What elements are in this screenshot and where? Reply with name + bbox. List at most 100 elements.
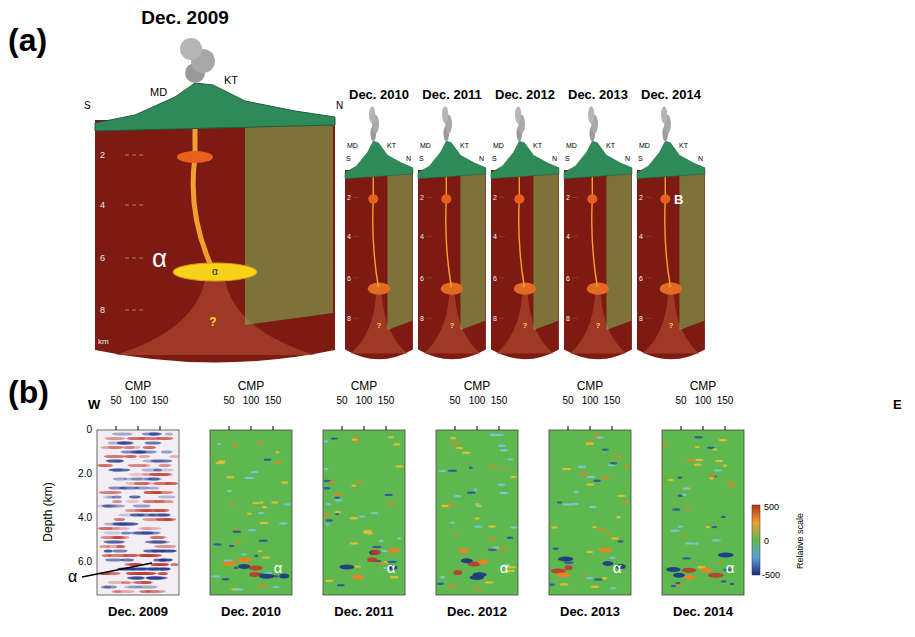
tick-label: 150 xyxy=(717,396,734,406)
tick-label: 4 xyxy=(639,233,643,240)
difference-blob xyxy=(510,526,517,528)
reflection-blob xyxy=(144,491,162,494)
volcano-section xyxy=(637,106,705,359)
reflection-blob xyxy=(158,495,176,498)
reflection-blob xyxy=(142,527,152,530)
reflection-blob xyxy=(103,504,118,507)
date-label: Dec. 2013 xyxy=(568,88,628,101)
difference-blob xyxy=(453,570,462,575)
difference-blob xyxy=(258,550,263,552)
difference-blob xyxy=(585,443,594,445)
difference-blob xyxy=(437,583,444,585)
difference-blob xyxy=(603,561,614,566)
reflection-blob xyxy=(140,531,160,534)
text-label: MD xyxy=(420,142,431,149)
axis-tick xyxy=(116,426,117,430)
difference-blob xyxy=(450,522,454,524)
tick-label: 50 xyxy=(562,396,573,406)
difference-blob xyxy=(685,542,693,544)
difference-blob xyxy=(213,543,221,545)
difference-blob xyxy=(248,529,256,531)
difference-blob xyxy=(594,434,601,436)
tick-label: 6 xyxy=(493,275,497,282)
difference-blob xyxy=(478,559,488,564)
difference-blob xyxy=(487,549,497,551)
difference-blob xyxy=(351,485,356,487)
text-label: E xyxy=(893,398,902,411)
reflection-blob xyxy=(131,581,154,584)
panel-letter: (a) xyxy=(8,24,47,56)
tick-label: 6.0 xyxy=(78,557,92,567)
difference-blob xyxy=(390,576,399,578)
text-label: CMP xyxy=(238,380,265,392)
difference-blob xyxy=(337,584,345,586)
text-label: α xyxy=(387,560,396,575)
text-label: CMP xyxy=(464,380,491,392)
tick-label: 100 xyxy=(469,396,486,406)
text-label: N xyxy=(406,155,411,162)
axis-tick xyxy=(160,426,161,430)
difference-blob xyxy=(264,459,272,461)
axis-tick xyxy=(499,426,500,430)
reflection-blob xyxy=(142,473,165,476)
reflection-blob xyxy=(99,491,122,494)
difference-blob xyxy=(351,438,357,440)
reflection-blob xyxy=(127,455,136,458)
color-bar xyxy=(752,505,760,575)
difference-blob xyxy=(447,585,456,587)
difference-blob xyxy=(476,505,482,507)
difference-blob xyxy=(498,445,506,447)
reflection-blob xyxy=(165,432,173,435)
axis-tick xyxy=(138,426,139,430)
reflection-blob xyxy=(170,563,178,566)
difference-blob xyxy=(244,477,254,479)
volcano-section xyxy=(345,106,413,359)
difference-blob xyxy=(467,492,476,494)
difference-blob xyxy=(275,451,279,453)
difference-blob xyxy=(259,540,268,542)
reflection-blob xyxy=(107,540,127,543)
reflection-blob xyxy=(107,527,129,530)
reflection-blob xyxy=(137,567,161,570)
difference-blob xyxy=(212,575,221,577)
difference-blob xyxy=(334,494,342,496)
difference-blob xyxy=(249,572,260,577)
difference-blob xyxy=(487,549,496,551)
difference-blob xyxy=(611,537,619,539)
tick-label: 6 xyxy=(347,275,351,282)
difference-blob xyxy=(712,539,721,541)
seismic-panel xyxy=(97,426,179,595)
reflection-blob xyxy=(127,464,147,467)
panel-frame xyxy=(97,430,179,595)
reflection-blob xyxy=(108,446,124,449)
difference-blob xyxy=(354,565,362,567)
difference-blob xyxy=(227,490,232,492)
difference-blob xyxy=(378,563,386,565)
difference-blob xyxy=(323,514,330,516)
text-label: S xyxy=(346,155,351,162)
text-label: MD xyxy=(493,142,504,149)
axis-tick xyxy=(386,426,387,430)
difference-blob xyxy=(693,542,698,544)
difference-blob xyxy=(229,545,234,547)
difference-blob xyxy=(500,492,508,494)
axis-tick xyxy=(273,426,274,430)
text-label: ? xyxy=(209,316,216,328)
difference-blob xyxy=(712,448,717,450)
difference-blob xyxy=(686,459,696,461)
text-label: N xyxy=(479,155,484,162)
difference-blob xyxy=(678,525,684,527)
difference-blob xyxy=(564,565,572,570)
difference-blob xyxy=(721,516,726,518)
difference-blob xyxy=(563,503,573,505)
tick-label: 4 xyxy=(566,233,570,240)
text-label: KT xyxy=(606,142,615,149)
difference-blob xyxy=(670,530,680,532)
difference-blob xyxy=(462,452,471,454)
reflection-blob xyxy=(142,432,159,435)
tick-label: 100 xyxy=(130,396,147,406)
reflection-blob xyxy=(158,464,172,467)
difference-blob xyxy=(454,533,459,535)
reflection-blob xyxy=(104,549,113,552)
reflection-blob xyxy=(144,477,162,480)
